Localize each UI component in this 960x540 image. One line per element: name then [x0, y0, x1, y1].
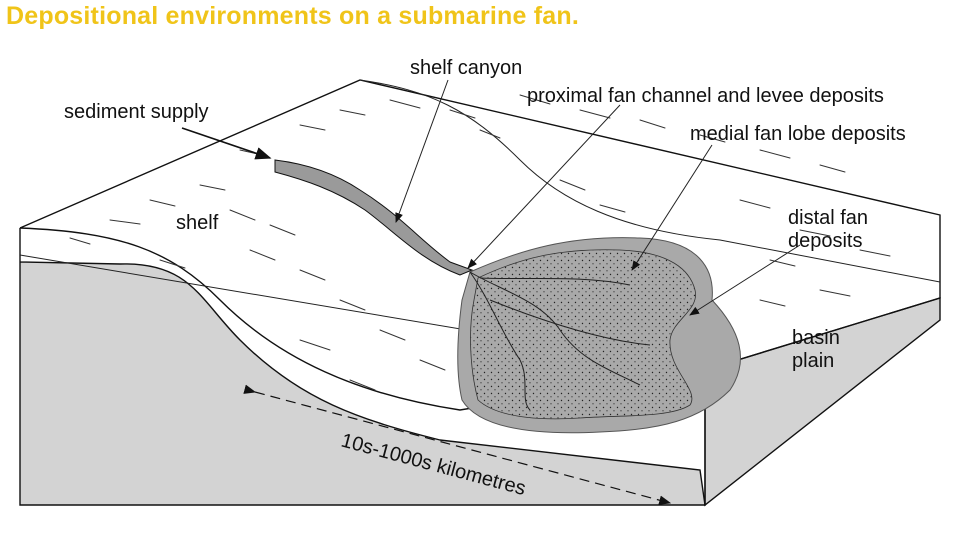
scale-arrow: [243, 384, 672, 505]
label-proximal-fan: proximal fan channel and levee deposits: [527, 85, 884, 107]
surface-hatching: [69, 94, 891, 391]
fan-channel-2: [469, 271, 641, 386]
leader-shelf-canyon: [395, 79, 449, 223]
fan-channel-3: [479, 277, 631, 286]
shelf-canyon: [274, 159, 474, 276]
label-shelf: shelf: [176, 212, 219, 234]
leader-medial: [631, 144, 713, 271]
label-basin-1: basin: [792, 327, 840, 349]
diagram-title: Depositional environments on a submarine…: [6, 2, 579, 30]
leader-distal: [689, 244, 801, 316]
sediment-supply-arrow: [181, 127, 272, 160]
label-distal-fan-2: deposits: [788, 230, 863, 252]
label-shelf-canyon: shelf canyon: [410, 57, 522, 79]
label-distal-fan-1: distal fan: [788, 207, 868, 229]
label-medial-fan: medial fan lobe deposits: [690, 123, 906, 145]
shelf-break-line: [359, 79, 941, 283]
medial-fan-lobe: [470, 249, 696, 420]
fan-channel-4: [489, 299, 651, 346]
label-basin-2: plain: [792, 350, 834, 372]
leader-proximal: [467, 104, 621, 269]
label-sediment-supply: sediment supply: [64, 101, 209, 123]
